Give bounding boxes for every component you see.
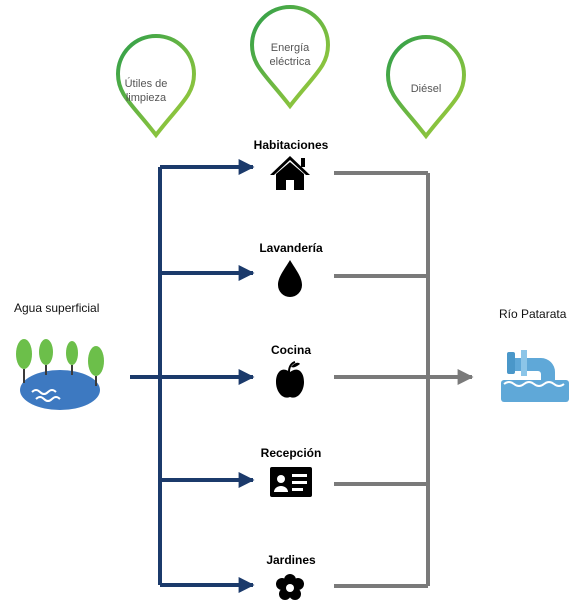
apple-icon <box>276 361 304 398</box>
destination-label-recepcion: Recepción <box>260 446 322 460</box>
discharge-pipe-icon <box>501 350 569 402</box>
id-card-icon <box>270 467 312 497</box>
input-label-energia-electrica: Energía eléctrica <box>269 42 311 68</box>
destination-label-cocina: Cocina <box>270 343 312 357</box>
house-icon <box>270 156 310 190</box>
return-lines <box>334 171 474 588</box>
flower-icon <box>276 574 304 600</box>
sink-label: Río Patarata <box>499 307 567 321</box>
pin-utiles-limpieza <box>115 34 197 139</box>
water-drop-icon <box>278 260 302 297</box>
lake-with-trees-icon <box>16 339 104 410</box>
destination-label-lavanderia: Lavandería <box>259 241 323 255</box>
destination-label-jardines: Jardines <box>266 553 316 567</box>
pin-diesel <box>385 35 467 140</box>
supply-lines <box>130 159 255 593</box>
input-label-utiles-limpieza: Útiles de limpieza <box>124 78 168 104</box>
pin-energia-electrica <box>249 5 331 110</box>
destination-label-habitaciones: Habitaciones <box>253 138 329 152</box>
input-label-diesel: Diésel <box>410 83 442 95</box>
source-label: Agua superficial <box>14 301 100 315</box>
